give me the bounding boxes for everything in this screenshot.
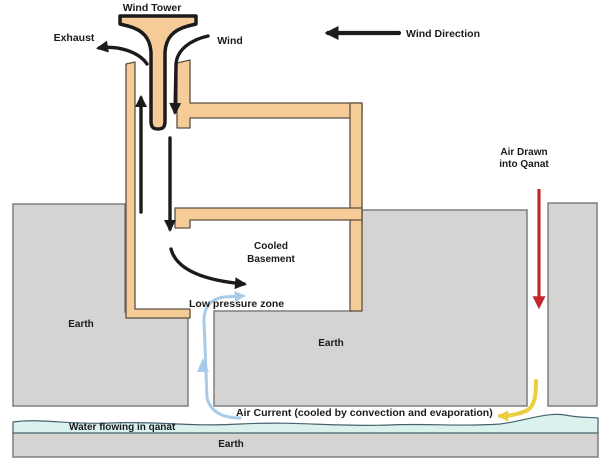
tower-right-wall-and-upper-floor <box>176 59 363 129</box>
earth-right-block <box>547 202 598 407</box>
qanat-water <box>12 413 599 434</box>
wind-label: Wind <box>217 35 243 47</box>
earth-left-label: Earth <box>68 319 94 330</box>
qanat-updraft-arrowhead-mid <box>197 358 209 372</box>
cooled-basement-label-line2: Basement <box>247 254 295 265</box>
exhaust-arrow <box>96 40 149 66</box>
exhaust-label: Exhaust <box>54 32 95 44</box>
cooled-basement-label-line1: Cooled <box>254 241 288 252</box>
water-flowing-label: Water flowing in qanat <box>69 422 176 433</box>
air-drawn-label-line2: into Qanat <box>499 159 549 170</box>
wind-tower-funnel <box>118 14 198 131</box>
earth-bottom-label: Earth <box>218 439 244 450</box>
basement-airflow-arrow <box>169 247 247 290</box>
basement-ceiling-floor <box>174 207 363 229</box>
wind-direction-label: Wind Direction <box>406 28 480 40</box>
left-wall-and-foot <box>125 61 191 319</box>
qanat-updraft-arrow <box>202 290 246 420</box>
air-current-label: Air Current (cooled by convection and ev… <box>236 407 493 419</box>
low-pressure-zone-label: Low pressure zone <box>189 298 284 310</box>
wind-tower-label: Wind Tower <box>123 2 182 14</box>
air-drawn-label-line1: Air Drawn <box>500 147 547 158</box>
earth-center-label: Earth <box>318 338 344 349</box>
earth-left-block <box>12 203 189 407</box>
wind-inflow-arrow <box>169 34 210 115</box>
qanat-inflow-arrow <box>497 379 538 422</box>
right-wall <box>349 102 363 312</box>
earth-bottom-strip <box>12 431 599 458</box>
